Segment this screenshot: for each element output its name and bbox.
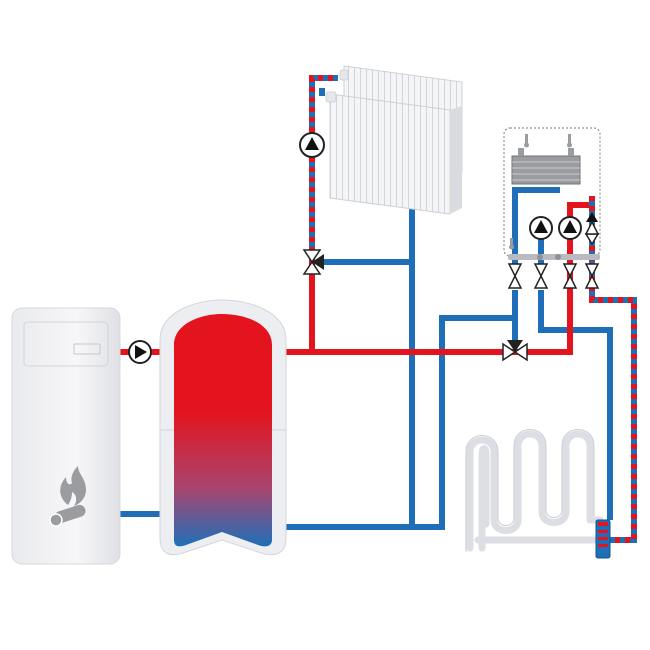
manifold-icon (595, 519, 611, 559)
module-fittings (508, 254, 600, 260)
mixed-pipe-radiator-riser-stripes (309, 75, 338, 262)
pipes (118, 75, 637, 543)
floor-heating (465, 429, 611, 559)
module-pump-small (584, 212, 600, 246)
underfloor-coil-outline (465, 429, 595, 552)
module-pump-1 (529, 216, 553, 240)
cold-pipe-module-floor (538, 290, 613, 520)
storage-tank (159, 299, 287, 556)
thermometer-icon (509, 134, 572, 250)
boiler (11, 307, 121, 565)
hydraulic-module (503, 127, 601, 289)
hot-pipe-module-inner (567, 202, 592, 270)
flame-log-icon (49, 466, 86, 527)
hot-pipe-tank-supply (282, 270, 573, 355)
module-pump-2 (558, 216, 582, 240)
main-mixing-valve (502, 340, 528, 362)
mixed-pipe-module-stripes (589, 196, 637, 543)
radiator-pump (299, 132, 325, 158)
radiator (325, 65, 463, 215)
boiler-pump (128, 340, 152, 364)
cold-pipe-tank-return (282, 315, 518, 530)
module-valves (507, 263, 600, 289)
radiator-mixing-valve (302, 249, 324, 275)
underfloor-coil-icon (466, 430, 604, 552)
cold-pipe-radiator-return (322, 259, 415, 527)
plate-heat-exchanger-icon (511, 148, 581, 185)
cold-pipe-module-inner (512, 187, 560, 270)
